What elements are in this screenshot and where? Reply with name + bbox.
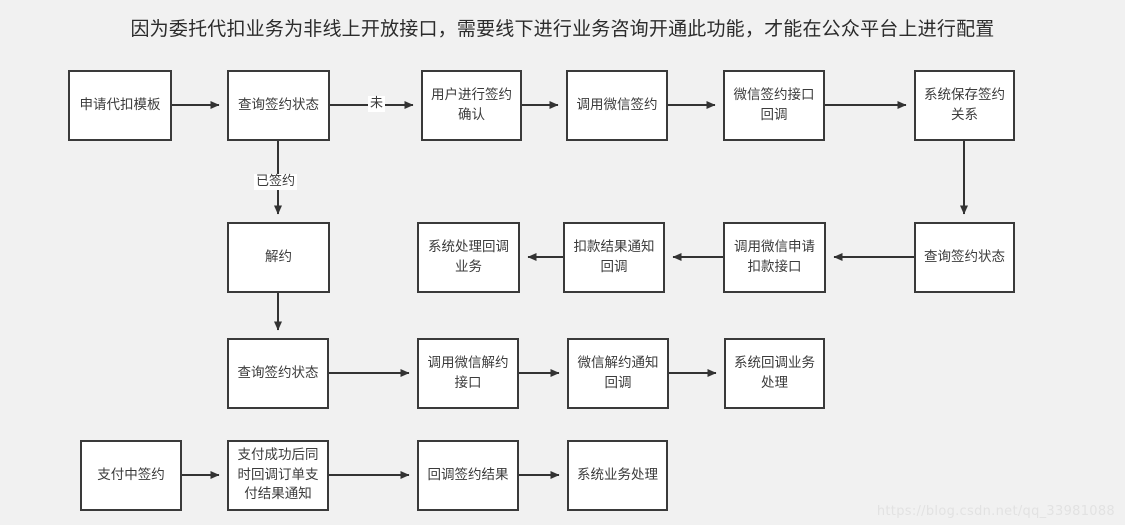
flow-node-n3[interactable]: 用户进行签约确认 <box>421 70 522 141</box>
flow-node-n14[interactable]: 微信解约通知回调 <box>567 338 669 409</box>
page-title: 因为委托代扣业务为非线上开放接口，需要线下进行业务咨询开通此功能，才能在公众平台… <box>130 18 995 40</box>
flow-node-n10[interactable]: 系统处理回调业务 <box>417 222 520 293</box>
flow-node-n17[interactable]: 支付成功后同时回调订单支付结果通知 <box>227 440 329 511</box>
flow-node-label: 调用微信申请扣款接口 <box>734 238 815 275</box>
flow-node-n13[interactable]: 调用微信解约接口 <box>417 338 519 409</box>
flow-node-label: 支付成功后同时回调订单支付结果通知 <box>237 447 319 503</box>
flow-node-n7[interactable]: 查询签约状态 <box>914 222 1015 293</box>
flow-node-label: 支付中签约 <box>97 466 165 483</box>
flow-node-label: 查询签约状态 <box>924 248 1005 265</box>
flow-node-label: 调用微信解约接口 <box>427 354 509 391</box>
flow-node-n12[interactable]: 查询签约状态 <box>227 338 329 409</box>
flow-node-label: 用户进行签约确认 <box>431 86 512 123</box>
flow-node-n5[interactable]: 微信签约接口回调 <box>723 70 825 141</box>
edge-label-e-qian: 已签约 <box>254 174 298 190</box>
flow-node-label: 查询签约状态 <box>238 96 319 113</box>
flow-node-n6[interactable]: 系统保存签约关系 <box>914 70 1015 141</box>
flow-node-n19[interactable]: 系统业务处理 <box>567 440 668 511</box>
flow-node-label: 系统回调业务处理 <box>734 354 815 391</box>
flow-node-label: 回调签约结果 <box>427 466 509 483</box>
edge-label-e-wei: 未 <box>368 96 386 112</box>
flow-node-label: 微信解约通知回调 <box>577 354 659 391</box>
flow-node-n16[interactable]: 支付中签约 <box>80 440 182 511</box>
flow-node-label: 调用微信签约 <box>576 96 658 113</box>
flow-node-label: 微信签约接口回调 <box>733 86 815 123</box>
flow-node-label: 查询签约状态 <box>237 364 319 381</box>
flow-node-label: 扣款结果通知回调 <box>573 238 655 275</box>
flow-node-label: 系统业务处理 <box>577 466 658 483</box>
flow-node-label: 解约 <box>265 248 292 265</box>
flow-node-label: 申请代扣模板 <box>79 96 161 113</box>
flow-node-label: 系统处理回调业务 <box>428 238 509 275</box>
flow-node-n2[interactable]: 查询签约状态 <box>227 70 330 141</box>
watermark: https://blog.csdn.net/qq_33981088 <box>876 504 1115 519</box>
flow-node-n8[interactable]: 调用微信申请扣款接口 <box>723 222 826 293</box>
flow-node-n1[interactable]: 申请代扣模板 <box>68 70 172 141</box>
flow-node-label: 系统保存签约关系 <box>924 86 1005 123</box>
flow-node-n11[interactable]: 解约 <box>227 222 330 293</box>
flow-node-n18[interactable]: 回调签约结果 <box>417 440 519 511</box>
flow-node-n9[interactable]: 扣款结果通知回调 <box>563 222 665 293</box>
flow-node-n15[interactable]: 系统回调业务处理 <box>724 338 825 409</box>
flow-node-n4[interactable]: 调用微信签约 <box>566 70 668 141</box>
